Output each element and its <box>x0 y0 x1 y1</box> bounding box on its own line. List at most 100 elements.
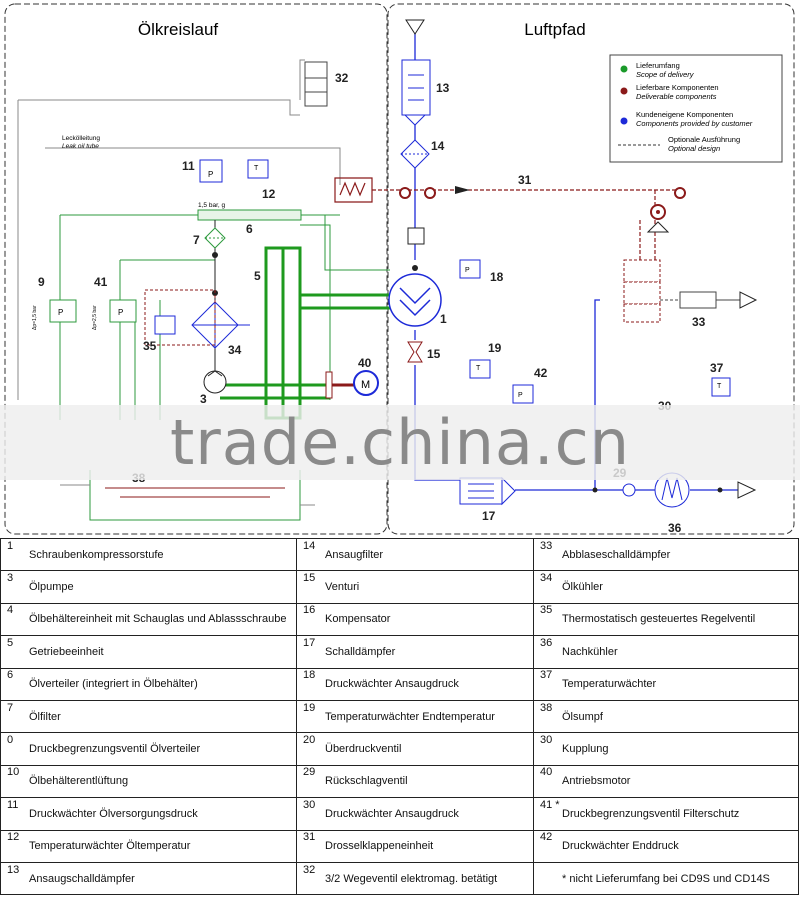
table-cell: 4Ölbehältereinheit mit Schauglas und Abl… <box>0 602 297 637</box>
svg-text:T: T <box>717 383 722 390</box>
component-number: 31 <box>303 831 316 844</box>
component-number: 29 <box>303 766 316 779</box>
component-name: Druckwächter Ölversorgungsdruck <box>29 807 198 820</box>
watermark: trade.china.cn <box>0 405 800 480</box>
component-name: Abblaseschalldämpfer <box>562 548 671 561</box>
component-number: 41 * <box>540 798 560 811</box>
component-name: Ölpumpe <box>29 581 74 594</box>
component-name: Kupplung <box>562 743 609 756</box>
component-name: Rückschlagventil <box>325 775 408 788</box>
svg-text:Δp=2,5 bar: Δp=2,5 bar <box>92 305 98 330</box>
table-cell: 19Temperaturwächter Endtemperatur <box>296 699 534 734</box>
component-name: Überdruckventil <box>325 743 402 756</box>
svg-text:12: 12 <box>262 187 276 201</box>
component-number: 32 <box>303 863 316 876</box>
table-cell: 34Ölkühler <box>533 570 799 604</box>
svg-text:14: 14 <box>431 139 445 153</box>
svg-text:33: 33 <box>692 315 706 329</box>
svg-text:36: 36 <box>668 521 682 535</box>
svg-text:5: 5 <box>254 269 261 283</box>
table-cell: 7Ölfilter <box>0 699 297 734</box>
svg-text:Lecköl­leitung: Lecköl­leitung <box>62 135 100 142</box>
component-number: 18 <box>303 669 316 682</box>
component-name: Druckwächter Ansaugdruck <box>325 678 459 691</box>
component-number: 10 <box>7 766 20 779</box>
table-cell: 41 *Druckbegrenzungsventil Filterschutz <box>533 797 799 831</box>
relief-valve-9: P Δp=1,5 bar <box>32 299 77 330</box>
component-name: Ölsumpf <box>562 710 603 723</box>
table-cell: 37Temperaturwächter <box>533 667 799 701</box>
svg-text:32: 32 <box>335 71 349 85</box>
component-name: Thermostatisch gesteuertes Regelventil <box>562 613 756 626</box>
svg-text:P: P <box>518 392 523 399</box>
svg-text:13: 13 <box>436 81 450 95</box>
component-name: Druckwächter Enddruck <box>562 840 679 853</box>
component-number: 36 <box>540 636 553 649</box>
component-number: 0 <box>7 734 14 747</box>
component-name: 3/2 Wegeventil elektromag. betätigt <box>325 872 498 885</box>
component-number: 19 <box>303 701 316 714</box>
temp-switch-12: T <box>247 159 269 179</box>
drive-motor: M <box>325 370 379 399</box>
svg-text:Kundeneigene Komponenten: Kundeneigene Komponenten <box>636 110 733 119</box>
table-cell: 36Nachkühler <box>533 635 799 669</box>
table-cell: 11Druckwächter Ölversorgungsdruck <box>0 797 297 831</box>
table-cell: 14Ansaugfilter <box>296 537 534 572</box>
table-cell: 18Druckwächter Ansaugdruck <box>296 667 534 701</box>
component-number: 5 <box>7 636 14 649</box>
table-row: 11Druckwächter Ölversorgungsdruck 30Druck… <box>0 797 799 831</box>
svg-text:Optionale Ausführung: Optionale Ausführung <box>668 135 740 144</box>
oil-cooler <box>191 301 250 349</box>
table-cell: 0Druckbegrenzungsventil Ölverteiler <box>0 732 297 766</box>
silencer-17 <box>459 476 516 506</box>
svg-text:1: 1 <box>440 312 447 326</box>
svg-text:P: P <box>58 308 63 317</box>
blow-off-silencer <box>660 291 758 309</box>
table-cell: 33Abblaseschalldämpfer <box>533 537 799 572</box>
component-name: Druckwächter Ansaugdruck <box>325 807 459 820</box>
component-name: Ölfilter <box>29 710 61 723</box>
component-number: 35 <box>540 604 553 617</box>
svg-text:Scope of delivery: Scope of delivery <box>636 70 695 79</box>
oil-circuit-title: Ölkreislauf <box>138 20 219 39</box>
component-number: 30 <box>303 798 316 811</box>
table-cell: 1Schraubenkompressorstufe <box>0 537 297 572</box>
table-cell: 31Drosselklappeneinheit <box>296 829 534 863</box>
pressure-switch-42: P <box>512 384 534 404</box>
svg-text:P: P <box>118 308 123 317</box>
component-number: 17 <box>303 636 316 649</box>
throttle-valve-block <box>623 259 661 323</box>
table-row: 6Ölverteiler (integriert in Ölbehälter)1… <box>0 667 799 701</box>
pressure-switch-11: P <box>199 159 223 183</box>
component-name: Druckbegrenzungsventil Filterschutz <box>562 807 740 820</box>
svg-text:T: T <box>476 365 481 372</box>
outlet-arrow <box>737 481 757 499</box>
svg-text:37: 37 <box>710 361 724 375</box>
svg-text:Deliverable components: Deliverable components <box>636 92 717 101</box>
component-name: Ansaugfilter <box>325 548 384 561</box>
air-path-panel <box>387 3 795 535</box>
gear-unit <box>220 246 395 420</box>
table-cell: 35Thermostatisch gesteuertes Regelventil <box>533 602 799 637</box>
oil-distributor <box>197 209 302 221</box>
component-number: 15 <box>303 572 316 585</box>
component-number: 11 <box>7 798 19 811</box>
table-cell: 40Antriebsmotor <box>533 764 799 799</box>
table-cell: 6Ölverteiler (integriert in Ölbehälter) <box>0 667 297 701</box>
component-name: Drosselklappeneinheit <box>325 840 434 853</box>
component-name: Temperaturwächter Öltemperatur <box>29 840 191 853</box>
svg-text:17: 17 <box>482 509 496 523</box>
table-cell: 5Getriebeeinheit <box>0 635 297 669</box>
svg-text:Optional design: Optional design <box>668 144 720 153</box>
table-row: 4Ölbehältereinheit mit Schauglas und Abl… <box>0 602 799 637</box>
component-number: 40 <box>540 766 553 779</box>
svg-text:Leak oil tube: Leak oil tube <box>62 143 99 150</box>
svg-text:Lieferbare Komponenten: Lieferbare Komponenten <box>636 83 719 92</box>
component-name: Venturi <box>325 581 360 594</box>
svg-text:15: 15 <box>427 347 441 361</box>
venturi <box>407 341 423 363</box>
